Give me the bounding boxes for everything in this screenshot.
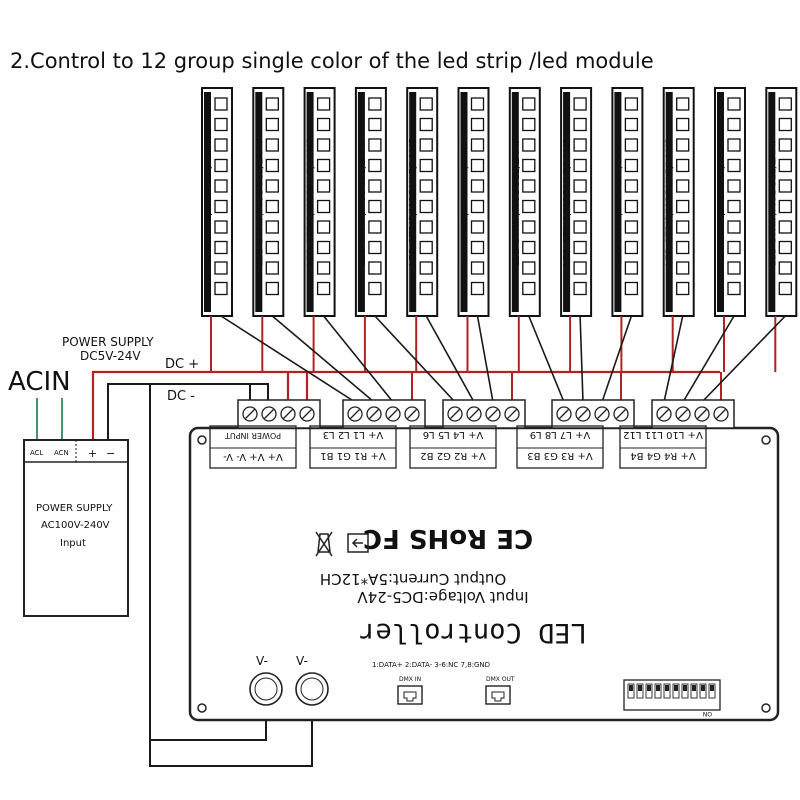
output-current-label: Output Current:5A*12CH bbox=[320, 570, 506, 588]
dc-plus-label: DC + bbox=[165, 357, 199, 372]
recycle-icon bbox=[347, 533, 369, 553]
supply-output-label-2: DC5V-24V bbox=[80, 349, 141, 363]
dip-switch-lever[interactable] bbox=[690, 683, 698, 699]
psu-terminal-plus: + bbox=[88, 447, 97, 460]
diagram-title: 2.Control to 12 group single color of th… bbox=[10, 49, 654, 73]
led-strip-label: LED STRIP/MODULE/LAMP bbox=[562, 138, 573, 267]
channel-top-label: V+ R2 G2 B2 bbox=[420, 450, 485, 461]
controller-name: LED Controller bbox=[359, 617, 587, 648]
psu-label-1: POWER SUPPLY bbox=[36, 503, 113, 514]
led-strip: LED STRIP/MODULE/LAMP bbox=[457, 87, 490, 317]
channel-top-label: V+ R3 G3 B3 bbox=[527, 450, 592, 461]
input-voltage-label: Input Voltage:DC5-24V bbox=[357, 588, 529, 606]
weee-bin-icon bbox=[315, 531, 333, 557]
dip-switch-lever[interactable] bbox=[681, 683, 689, 699]
led-strip: LED STRIP/MODULE/LAMP bbox=[508, 87, 541, 317]
led-strip-label: LED STRIP/MODULE/LAMP bbox=[716, 138, 727, 267]
v-minus-left-label: V- bbox=[256, 654, 268, 668]
channel-label-box: V+ R3 G3 B3 V+ L7 L8 L9 bbox=[516, 425, 604, 469]
psu-label-3: Input bbox=[60, 538, 86, 549]
dip-switch-lever[interactable] bbox=[645, 683, 653, 699]
channel-top-label: V+ R1 G1 B1 bbox=[320, 450, 385, 461]
dmx-out-port[interactable] bbox=[485, 685, 511, 705]
cert-marks: CE RoHS FC bbox=[363, 523, 533, 553]
acin-label: ACIN bbox=[8, 367, 71, 397]
led-strips: LED STRIP/MODULE/LAMP LED STRIP/MODULE/LA… bbox=[201, 87, 798, 317]
terminal-block[interactable] bbox=[651, 399, 735, 429]
dip-switch-lever[interactable] bbox=[672, 683, 680, 699]
channel-top-label: V+ R4 G4 B4 bbox=[630, 450, 695, 461]
led-strip: LED STRIP/MODULE/LAMP bbox=[611, 87, 644, 317]
power-terminal-labels: V+ V+ V- V- bbox=[223, 451, 283, 462]
dmx-in-port[interactable] bbox=[397, 685, 423, 705]
dip-switch-lever[interactable] bbox=[708, 683, 716, 699]
supply-output-label-1: POWER SUPPLY bbox=[62, 335, 154, 349]
led-strip-label: LED STRIP/MODULE/LAMP bbox=[460, 138, 471, 267]
channel-bottom-label: V+ L7 L8 L9 bbox=[530, 429, 591, 440]
dip-switch-lever[interactable] bbox=[627, 683, 635, 699]
psu-terminal-minus: − bbox=[106, 447, 115, 460]
dip-switch-lever[interactable] bbox=[636, 683, 644, 699]
psu-terminal-acn: ACN bbox=[54, 449, 69, 457]
led-strip: LED STRIP/MODULE/LAMP bbox=[303, 87, 336, 317]
led-strip-label: LED STRIP/MODULE/LAMP bbox=[203, 138, 214, 267]
terminal-block[interactable] bbox=[442, 399, 526, 429]
led-strip: LED STRIP/MODULE/LAMP bbox=[662, 87, 695, 317]
power-input-label: POWER INPUT bbox=[225, 431, 281, 440]
led-strip: LED STRIP/MODULE/LAMP bbox=[354, 87, 387, 317]
dmx-in-label: DMX IN bbox=[399, 676, 421, 683]
led-strip: LED STRIP/MODULE/LAMP bbox=[765, 87, 798, 317]
terminal-block[interactable] bbox=[237, 399, 321, 429]
channel-bottom-label: V+ L1 L2 L3 bbox=[323, 429, 384, 440]
led-strip-label: LED STRIP/MODULE/LAMP bbox=[357, 138, 368, 267]
channel-bottom-label: V+ L4 L5 L6 bbox=[423, 429, 484, 440]
led-strip-label: LED STRIP/MODULE/LAMP bbox=[665, 138, 676, 267]
led-strip-label: LED STRIP/MODULE/LAMP bbox=[511, 138, 522, 267]
psu-terminal-acl: ACL bbox=[30, 449, 44, 457]
terminal-block[interactable] bbox=[342, 399, 426, 429]
dip-switch-lever[interactable] bbox=[654, 683, 662, 699]
led-strip-label: LED STRIP/MODULE/LAMP bbox=[767, 138, 778, 267]
led-strip: LED STRIP/MODULE/LAMP bbox=[406, 87, 439, 317]
terminal-blocks bbox=[237, 399, 735, 429]
dip-switch-lever[interactable] bbox=[699, 683, 707, 699]
terminal-block[interactable] bbox=[551, 399, 635, 429]
channel-label-box: V+ R4 G4 B4 V+ L10 L11 L12 bbox=[619, 425, 707, 469]
led-strip-label: LED STRIP/MODULE/LAMP bbox=[306, 138, 317, 267]
dip-switch-lever[interactable] bbox=[663, 683, 671, 699]
led-strip-label: LED STRIP/MODULE/LAMP bbox=[254, 138, 265, 267]
psu-label-2: AC100V-240V bbox=[41, 520, 110, 531]
dmx-pin-legend: 1:DATA+ 2:DATA- 3-6:NC 7,8:GND bbox=[372, 661, 490, 669]
led-strip-label: LED STRIP/MODULE/LAMP bbox=[613, 138, 624, 267]
dc-minus-label: DC - bbox=[167, 389, 195, 404]
v-minus-right-label: V- bbox=[296, 654, 308, 668]
channel-bottom-label: V+ L10 L11 L12 bbox=[623, 429, 703, 440]
led-strip: LED STRIP/MODULE/LAMP bbox=[252, 87, 285, 317]
led-strip: LED STRIP/MODULE/LAMP bbox=[560, 87, 593, 317]
dmx-out-label: DMX OUT bbox=[486, 676, 515, 683]
led-strip-label: LED STRIP/MODULE/LAMP bbox=[408, 138, 419, 267]
led-strip: LED STRIP/MODULE/LAMP bbox=[714, 87, 746, 317]
channel-label-box: V+ R1 G1 B1 V+ L1 L2 L3 bbox=[309, 425, 397, 469]
dip-switch[interactable] bbox=[623, 679, 721, 711]
dip-on-label: ON bbox=[703, 710, 712, 717]
power-supply-unit: ACL ACN + − POWER SUPPLY AC100V-240V Inp… bbox=[23, 439, 129, 617]
channel-label-box: V+ R2 G2 B2 V+ L4 L5 L6 bbox=[409, 425, 497, 469]
led-controller: V+ V+ V- V- POWER INPUT V+ R1 G1 B1 V+ L1… bbox=[188, 399, 780, 722]
wires bbox=[36, 315, 786, 767]
led-strip: LED STRIP/MODULE/LAMP bbox=[201, 87, 233, 317]
